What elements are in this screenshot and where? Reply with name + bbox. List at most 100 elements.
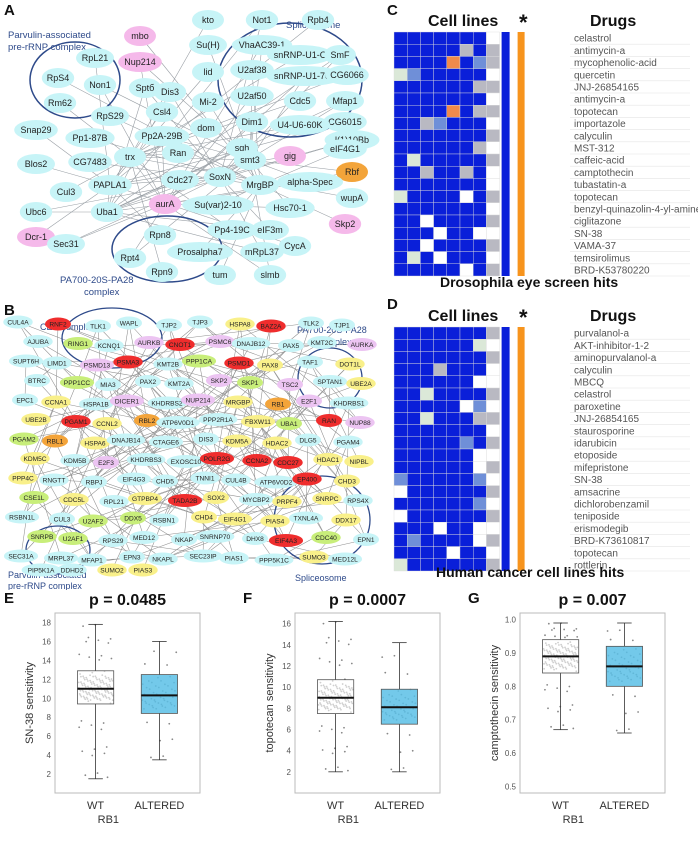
network-node[interactable]: CHD4 (191, 510, 217, 524)
network-node[interactable]: PPP1CA (181, 354, 217, 368)
network-node[interactable]: FBXW11 (240, 415, 276, 428)
network-node[interactable]: PAX5 (278, 339, 304, 352)
network-node[interactable]: Dcr-1 (17, 227, 55, 247)
network-node[interactable]: PGAM4 (333, 435, 363, 449)
network-node[interactable]: CycA (278, 236, 312, 256)
network-node[interactable]: CG7483 (68, 152, 112, 172)
network-node[interactable]: PSMD1 (224, 356, 254, 370)
network-node[interactable]: UBA1 (276, 417, 302, 430)
network-node[interactable]: RSBN1 (149, 513, 179, 527)
network-node[interactable]: TJP3 (187, 315, 213, 329)
network-node[interactable]: RPL21 (99, 495, 129, 508)
network-node[interactable]: RNGTT (39, 473, 69, 487)
network-node[interactable]: PAPLA1 (88, 175, 132, 195)
network-node[interactable]: EIF4G1 (217, 512, 253, 526)
network-node[interactable]: Nup214 (118, 52, 162, 72)
network-node[interactable]: Rpt4 (113, 248, 147, 268)
network-node[interactable]: CDC27 (273, 456, 303, 469)
network-node[interactable]: BAZ2A (256, 319, 286, 333)
network-node[interactable]: Dim1 (235, 112, 269, 132)
network-node[interactable]: DDX17 (331, 513, 361, 527)
network-node[interactable]: NIPBL (344, 455, 374, 468)
network-node[interactable]: SNRPB (27, 530, 57, 543)
network-node[interactable]: CTAGE6 (148, 435, 184, 449)
network-node[interactable]: CCNL2 (92, 417, 122, 430)
network-node[interactable]: RpS4 (41, 68, 75, 88)
network-node[interactable]: EIF4A3 (268, 534, 304, 547)
network-node[interactable]: ATP6V0D1 (156, 416, 200, 429)
network-node[interactable]: PSMC6 (205, 335, 235, 348)
network-node[interactable]: smt3 (233, 150, 267, 170)
network-node[interactable]: KMT2A (164, 377, 194, 390)
network-node[interactable]: SUMO3 (299, 550, 329, 564)
network-node[interactable]: POLR2G (199, 452, 235, 465)
network-node[interactable]: SUPT6H (8, 354, 44, 368)
network-node[interactable]: RNF2 (45, 317, 71, 331)
network-node[interactable]: U2af38 (230, 60, 274, 80)
network-node[interactable]: PIP5K1A (21, 563, 61, 577)
network-node[interactable]: SNRNP70 (195, 530, 235, 543)
network-node[interactable]: mbo (124, 26, 156, 46)
network-node[interactable]: RBPJ (81, 475, 107, 489)
network-node[interactable]: TSC2 (277, 378, 303, 391)
network-node[interactable]: eIF4G1 (323, 139, 367, 159)
network-node[interactable]: CG6015 (323, 112, 367, 132)
network-node[interactable]: dom (190, 118, 222, 138)
network-node[interactable]: CG6066 (325, 65, 369, 85)
network-node[interactable]: BTRC (24, 374, 50, 387)
network-node[interactable]: PPP4C (8, 471, 38, 485)
network-node[interactable]: Hsc70-1 (265, 198, 315, 218)
network-node[interactable]: SEC23IP (183, 549, 223, 563)
network-node[interactable]: kto (192, 10, 224, 30)
network-node[interactable]: RB1 (265, 397, 291, 411)
network-node[interactable]: wupA (335, 188, 369, 208)
network-node[interactable]: KMT2C (307, 336, 337, 349)
network-node[interactable]: RBL1 (42, 434, 68, 448)
network-node[interactable]: alpha-Spec (277, 172, 343, 192)
network-node[interactable]: Blos2 (17, 154, 55, 174)
network-node[interactable]: KDM5C (20, 452, 50, 465)
network-node[interactable]: DOT1L (335, 357, 365, 371)
network-node[interactable]: CSE1L (19, 491, 49, 504)
network-node[interactable]: SNRPC (312, 492, 342, 505)
network-node[interactable]: Cdc27 (161, 170, 199, 190)
network-node[interactable]: HSPA8 (225, 317, 255, 331)
network-node[interactable]: HDAC1 (313, 453, 343, 466)
network-node[interactable]: DNAJB12 (231, 337, 271, 350)
network-node[interactable]: PSMA3 (113, 355, 143, 369)
network-node[interactable]: KDM5A (222, 434, 252, 448)
network-node[interactable]: PIAS3 (128, 563, 158, 577)
network-node[interactable]: SKP1 (237, 376, 263, 389)
network-node[interactable]: PAX8 (257, 358, 283, 372)
network-node[interactable]: U2af50 (230, 86, 274, 106)
network-node[interactable]: PPP5K1C (254, 553, 294, 567)
network-node[interactable]: CUL4A (3, 315, 33, 329)
network-node[interactable]: MrgBP (241, 175, 279, 195)
network-node[interactable]: SEC31A (3, 549, 39, 563)
network-node[interactable]: EP400 (292, 472, 322, 486)
network-node[interactable]: Sptб (128, 78, 162, 98)
network-node[interactable]: Rpn9 (145, 262, 179, 282)
network-node[interactable]: RAN (316, 414, 342, 427)
network-node[interactable]: TADA2B (167, 494, 203, 507)
network-node[interactable]: MYCBP2 (238, 493, 274, 506)
network-node[interactable]: MRPL37 (43, 551, 79, 565)
network-node[interactable]: HDAC2 (262, 436, 292, 450)
network-node[interactable]: Csl4 (145, 102, 179, 122)
network-node[interactable]: Cul3 (49, 182, 83, 202)
network-node[interactable]: Prosalpha7 (167, 242, 233, 262)
network-node[interactable]: LIMD1 (42, 356, 72, 370)
network-node[interactable]: RpL21 (76, 48, 114, 68)
network-node[interactable]: Su(var)2-10 (182, 195, 254, 215)
network-node[interactable]: DIS3 (193, 432, 219, 446)
network-node[interactable]: HSPA6 (80, 436, 110, 450)
network-node[interactable]: DNAJB14 (106, 433, 146, 447)
network-node[interactable]: PAX2 (135, 375, 161, 388)
network-node[interactable]: Ran (162, 143, 194, 163)
network-node[interactable]: SOX2 (203, 491, 229, 504)
network-node[interactable]: Cdc5 (283, 91, 317, 111)
network-node[interactable]: Mi-2 (191, 92, 225, 112)
network-node[interactable]: PIAS1 (219, 551, 249, 565)
network-node[interactable]: PGAM2 (9, 432, 39, 446)
network-node[interactable]: PSMD13 (79, 358, 115, 372)
